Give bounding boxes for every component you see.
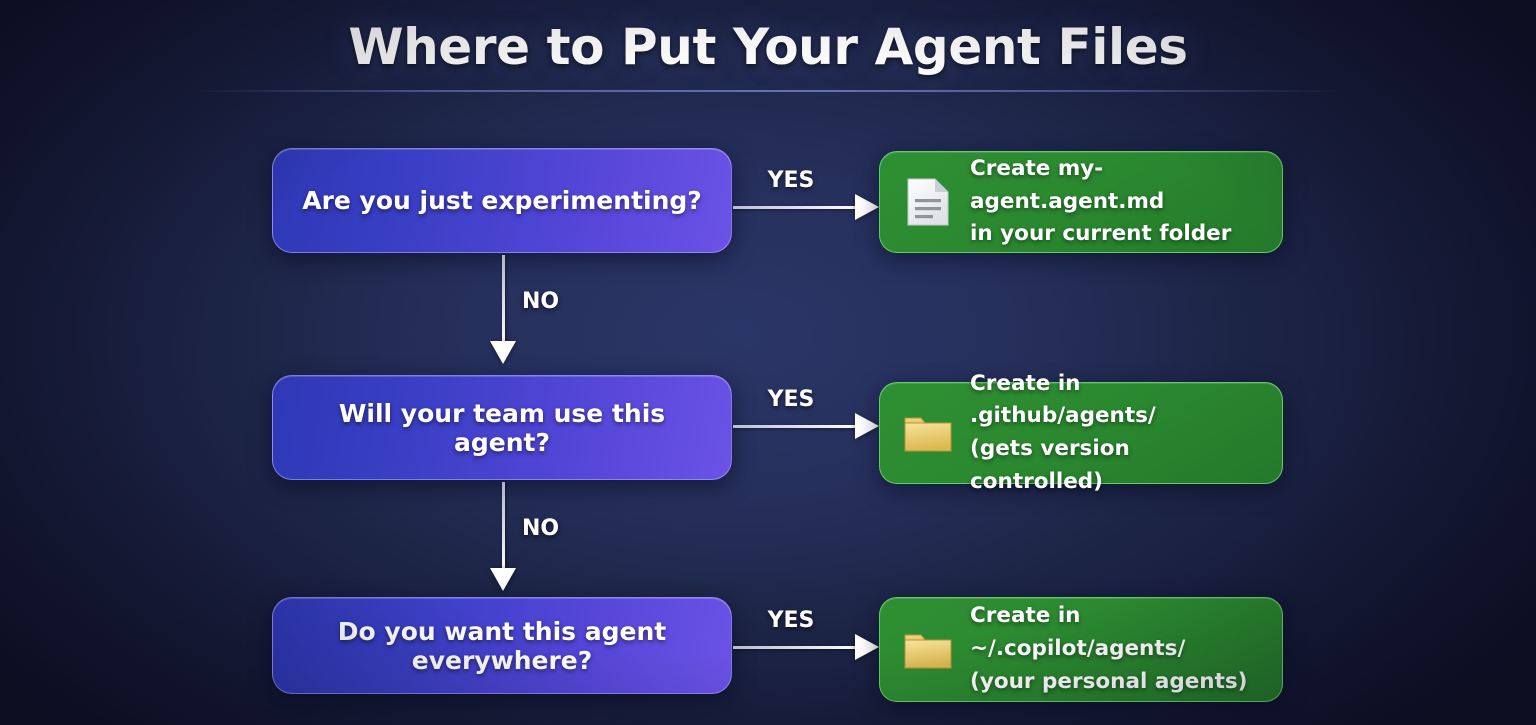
decision-question-label: Do you want this agent everywhere? [337, 616, 667, 675]
folder-icon [902, 624, 954, 676]
outcome-box-current-folder[interactable]: Create my-agent.agent.md in your current… [879, 151, 1283, 253]
arrow-line [733, 206, 857, 209]
outcome-box-copilot-agents[interactable]: Create in ~/.copilot/agents/ (your perso… [879, 597, 1283, 702]
yes-branch-arrow-3: YES [733, 608, 879, 668]
arrow-line [502, 482, 505, 572]
decision-box-everywhere[interactable]: Do you want this agent everywhere? [272, 597, 732, 694]
decision-question-label: Will your team use this agent? [338, 398, 666, 457]
outcome-line-1: Create in ~/.copilot/agents/ [970, 603, 1186, 662]
document-icon [902, 176, 954, 228]
outcome-text: Create in .github/agents/ (gets version … [970, 368, 1268, 499]
outcome-line-1: Create in .github/agents/ [970, 370, 1156, 429]
outcome-line-2: (gets version controlled) [970, 436, 1130, 494]
outcome-line-1: Create my-agent.agent.md [970, 155, 1165, 214]
arrow-line [502, 255, 505, 345]
title-divider [190, 90, 1346, 92]
no-label: NO [522, 289, 560, 314]
no-branch-arrow-2: NO [478, 482, 598, 602]
yes-label: YES [767, 608, 815, 633]
page-title: Where to Put Your Agent Files [348, 18, 1188, 76]
yes-label: YES [767, 387, 815, 412]
outcome-box-github-agents[interactable]: Create in .github/agents/ (gets version … [879, 371, 1283, 494]
yes-branch-arrow-2: YES [733, 387, 879, 447]
outcome-line-2: in your current folder [970, 221, 1232, 247]
arrow-head-icon [855, 194, 879, 220]
outcome-line-2: (your personal agents) [970, 668, 1248, 694]
decision-question-label: Are you just experimenting? [302, 186, 702, 215]
arrow-line [733, 425, 857, 428]
folder-icon [902, 407, 954, 459]
yes-branch-arrow-1: YES [733, 168, 879, 228]
no-branch-arrow-1: NO [478, 255, 598, 375]
yes-label: YES [767, 168, 815, 193]
decision-box-experimenting[interactable]: Are you just experimenting? [272, 148, 732, 253]
arrow-head-icon [490, 341, 516, 364]
no-label: NO [522, 516, 560, 541]
decision-box-team-use[interactable]: Will your team use this agent? [272, 375, 732, 480]
arrow-line [733, 646, 857, 649]
arrow-head-icon [855, 634, 879, 660]
outcome-text: Create my-agent.agent.md in your current… [970, 153, 1268, 251]
arrow-head-icon [855, 413, 879, 439]
outcome-text: Create in ~/.copilot/agents/ (your perso… [970, 600, 1268, 698]
arrow-head-icon [490, 568, 516, 591]
